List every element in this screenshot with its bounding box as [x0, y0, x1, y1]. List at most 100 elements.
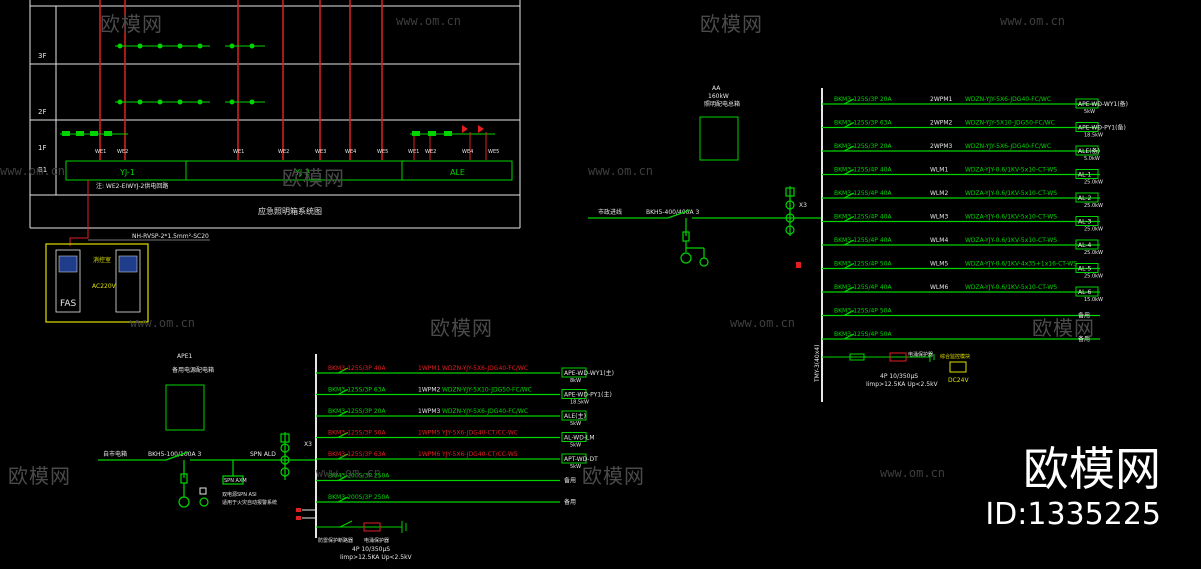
- circuit-cable: YJY-5X6-JDG40-CT/CC-WC: [441, 430, 518, 437]
- panel-ape1-name: APE1: [177, 353, 193, 360]
- circuit-load: 5kW: [570, 443, 581, 449]
- watermark-logo-5: 欧模网: [1032, 316, 1095, 340]
- panel-aa-rating: 160kW: [708, 93, 729, 100]
- circuit-row: BKM3-125S/4P 40A WLM3 WDZA-YJY-0.6/1KV-5x1…: [822, 214, 1103, 233]
- riser-note: 注: WE2-EIWYJ-2供电回路: [96, 182, 168, 190]
- circuit-breaker: BKM3-125S/4P 50A: [834, 308, 892, 315]
- panel-aa-incoming-label: 市政进线: [598, 208, 622, 216]
- destination-box: [561, 453, 587, 464]
- circuit-destination: AL-2: [1078, 195, 1092, 202]
- circuit-breaker: BKM3-125S/3P 63A: [834, 120, 892, 127]
- circuit-load: 5kW: [570, 464, 581, 470]
- destination-box: [1075, 98, 1099, 109]
- floor-label-2f: 2F: [38, 108, 46, 116]
- destination-box: [1075, 216, 1099, 226]
- watermark-logo-6: 欧模网: [8, 464, 71, 488]
- watermark-logo-3: 欧模网: [282, 166, 345, 190]
- circuit-destination: ALE(备): [1078, 147, 1100, 155]
- circuit-number: WLM1: [930, 167, 948, 174]
- brand-logo-text: 欧模网: [1023, 442, 1161, 496]
- watermark-url-5: www.om.cn: [130, 316, 196, 330]
- circuit-breaker: BKM3-125S/4P 50A: [834, 261, 892, 268]
- panel-aa: AA 160kW 照明配电总箱 市政进线 BKH5-400/400A 3 X3 …: [588, 85, 1128, 402]
- panel-ape1-incoming-breaker: BKH5-100/100A 3: [148, 451, 201, 458]
- circuit-number: WLM6: [930, 284, 948, 291]
- svg-text:WE5: WE5: [377, 149, 388, 155]
- box-ale: ALE: [450, 168, 465, 177]
- circuit-breaker: BKM3-125S/4P 40A: [834, 214, 892, 221]
- watermark-url-2: www.om.cn: [1000, 14, 1066, 28]
- box-yj1: YJ-1: [119, 168, 135, 177]
- panel-aa-name: AA: [712, 85, 721, 92]
- circuit-load: 25.0kW: [1084, 203, 1103, 209]
- circuit-destination: AL-WD-LM: [564, 435, 595, 442]
- fas-power-label: AC220V: [92, 283, 117, 290]
- circuit-cable: WDZN-YJY-5X10-JDG50-FC/WC: [442, 387, 532, 394]
- svg-text:WE1: WE1: [408, 149, 419, 155]
- circuit-breaker: BKM3-200S/3P 250A: [328, 473, 390, 480]
- circuit-number: 2WPM3: [930, 143, 953, 150]
- watermark-url-6: www.om.cn: [730, 316, 796, 330]
- panel-ape1-ats-sub: 适用于火灾自动报警系统: [222, 499, 277, 506]
- circuit-load: 5kW: [570, 421, 581, 427]
- circuit-breaker: BKM3-125S/3P 63A: [328, 451, 386, 458]
- circuit-destination: APE-WD-WY1(备): [1078, 100, 1128, 108]
- circuit-breaker: BKM3-125S/3P 20A: [834, 143, 892, 150]
- circuit-breaker: BKM3-125S/3P 40A: [328, 365, 386, 372]
- watermark-logo-4: 欧模网: [430, 316, 493, 340]
- circuit-breaker: BKM3-125S/4P 40A: [834, 237, 892, 244]
- circuit-load: 25.0kW: [1084, 250, 1103, 256]
- circuit-destination: AL-6: [1078, 289, 1092, 296]
- destination-box: [561, 389, 587, 399]
- circuit-load: 5kW: [1084, 109, 1095, 115]
- circuit-cable: WDZN-YJY-5X6-JDG40-FC/WC: [442, 365, 528, 372]
- circuit-cable: YJY-5X6-JDG40-CT/CC-WS: [441, 451, 518, 458]
- circuit-number: 1WPM2: [418, 387, 441, 394]
- panel-aa-meter-note: 综合监控模块: [940, 353, 970, 360]
- panel-ape1-spd: 4P 10/350μS: [352, 546, 390, 553]
- destination-box: [1075, 169, 1099, 179]
- svg-text:WE1: WE1: [233, 149, 244, 155]
- panel-aa-incoming-breaker: BKH5-400/400A 3: [646, 209, 699, 216]
- circuit-number: WLM3: [930, 214, 948, 221]
- circuit-breaker: BKM3-125S/4P 40A: [834, 167, 892, 174]
- box-yj2: YJ-2: [294, 168, 310, 177]
- circuit-load: 18.5kW: [1084, 133, 1103, 139]
- circuit-destination: AL-3: [1078, 219, 1092, 226]
- circuit-load: 15.0kW: [1084, 297, 1103, 303]
- svg-text:WE3: WE3: [315, 149, 326, 155]
- circuit-cable: WDZA-YJY-0.6/1KV-5x10-CT-WS: [965, 214, 1057, 221]
- circuit-destination: AL-5: [1078, 266, 1092, 273]
- svg-text:WE2: WE2: [278, 149, 289, 155]
- circuit-number: 1WPM1: [418, 365, 441, 372]
- panel-aa-bus-label: TMY-3(40x4): [814, 345, 821, 383]
- panel-ape1-spd-imp: Iimp>12.5KA Up<2.5kV: [340, 554, 413, 561]
- circuit-destination: APE-WD-PY1(备): [1078, 124, 1126, 132]
- circuit-cable: WDZA-YJY-0.6/1KV-5x10-CT-WS: [965, 237, 1057, 244]
- destination-box: [1075, 145, 1099, 156]
- panel-aa-meter: DC24V: [948, 377, 969, 384]
- circuit-destination: APE-WD-WY1(主): [564, 369, 614, 377]
- panel-ape1-incoming-label: 自市电箱: [103, 450, 127, 458]
- circuit-number: 2WPM2: [930, 120, 953, 127]
- watermark-logo-1: 欧模网: [100, 12, 163, 36]
- panel-ape1-desc: 备用电源配电箱: [172, 366, 214, 374]
- circuit-number: 2WPM1: [930, 96, 953, 103]
- circuit-breaker: BKM3-125S/3P 63A: [328, 387, 386, 394]
- circuit-breaker: BKM3-125S/3P 20A: [328, 408, 386, 415]
- circuit-destination: AL-1: [1078, 172, 1092, 179]
- watermark-logo-7: 欧模网: [582, 464, 645, 488]
- circuit-number: WLM2: [930, 190, 948, 197]
- circuit-number: WLM4: [930, 237, 948, 244]
- circuit-destination: 备用: [1078, 335, 1090, 343]
- circuit-cable: WDZN-YJY-5X6-JDG40-FC/WC: [965, 96, 1051, 103]
